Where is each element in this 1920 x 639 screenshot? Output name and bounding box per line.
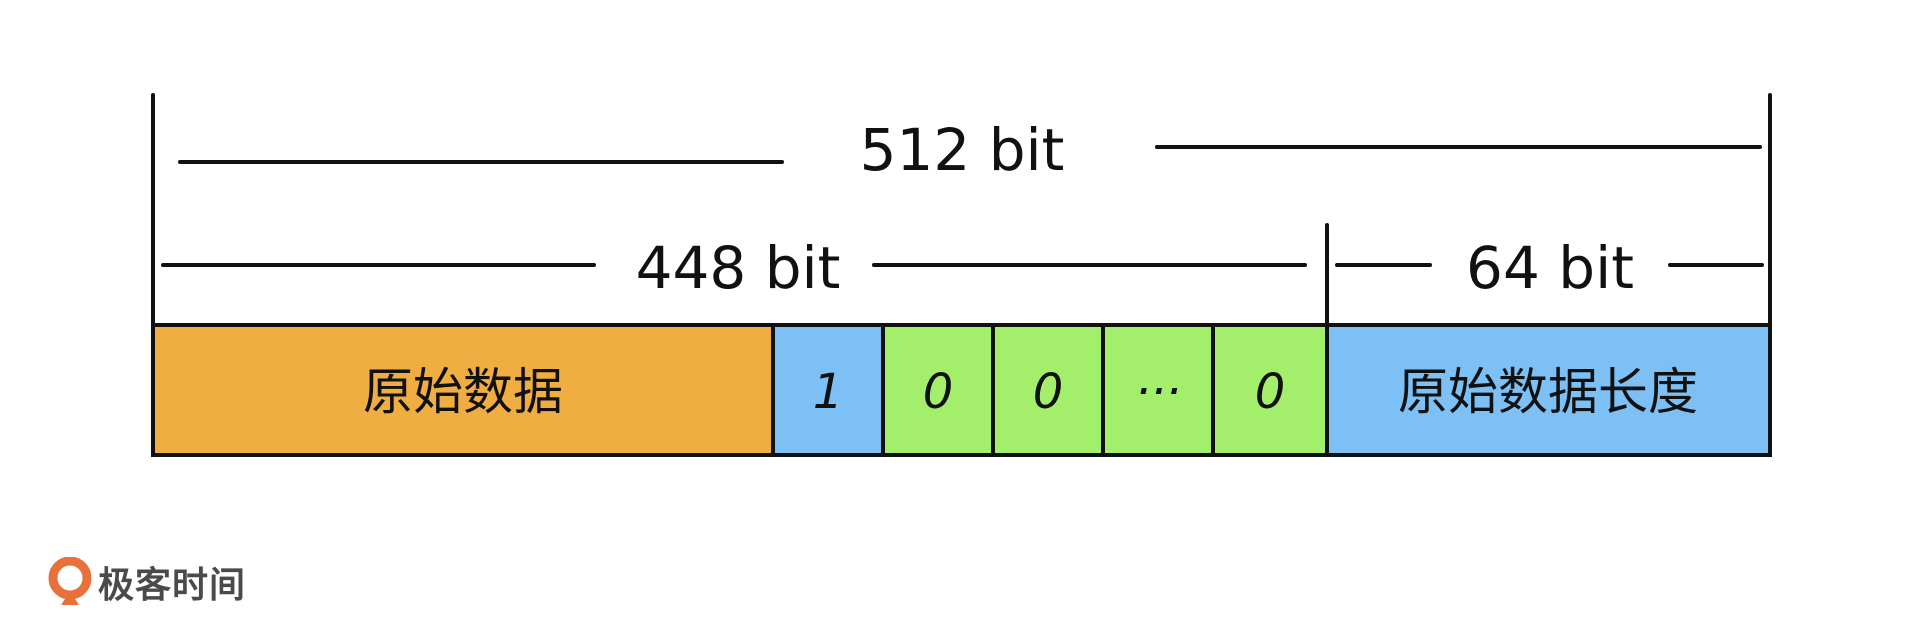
cell-pad-one	[771, 323, 885, 457]
geektime-brand-text: 极客时间	[98, 565, 247, 606]
pad-zero-last-label: 0	[1254, 364, 1286, 420]
length-bits-label: 64 bit	[1466, 234, 1634, 302]
pad-zero-1-label: 0	[922, 364, 954, 420]
cell-pad-zero-1	[881, 323, 995, 457]
cell-original-length	[1325, 323, 1772, 457]
original-length-label: 原始数据长度	[1398, 363, 1698, 421]
pad-one-label: 1	[812, 364, 844, 420]
cell-pad-zero-2	[991, 323, 1105, 457]
geektime-logo: 极客时间	[48, 556, 246, 608]
cell-pad-ellipsis	[1101, 323, 1215, 457]
original-data-label: 原始数据	[363, 363, 563, 421]
pad-ellipsis-label: ···	[1135, 364, 1181, 420]
pad-zero-2-label: 0	[1032, 364, 1064, 420]
data-bits-label: 448 bit	[635, 234, 841, 302]
cell-pad-zero-last	[1211, 323, 1329, 457]
total-bits-label: 512 bit	[859, 116, 1065, 184]
geektime-logo-icon	[48, 557, 92, 605]
